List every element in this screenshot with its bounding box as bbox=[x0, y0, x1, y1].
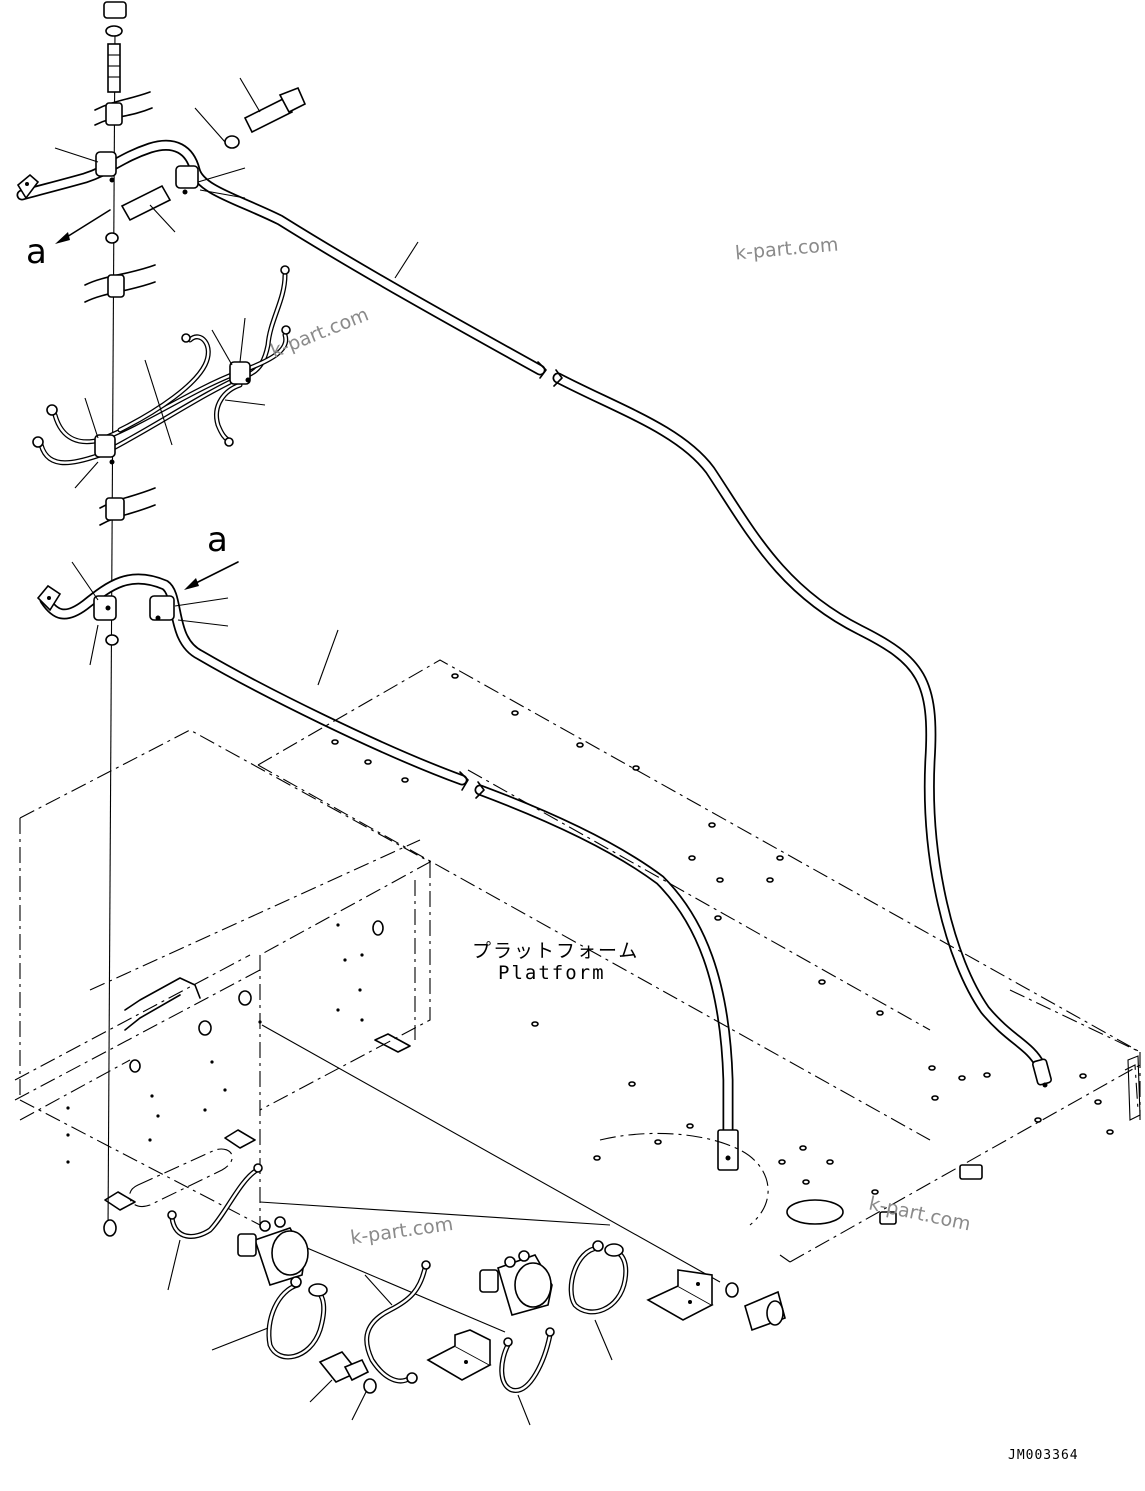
frame-box-outline bbox=[14, 729, 432, 1226]
view-arrow-letter-top: a bbox=[26, 232, 47, 272]
frame-box-holes bbox=[66, 920, 384, 1164]
leader-lines-top bbox=[54, 77, 419, 279]
hose-clamp-3 bbox=[99, 487, 156, 526]
top-bolt-stack bbox=[103, 1, 127, 93]
reference-line bbox=[261, 1024, 721, 1283]
upper-bolt-assembly bbox=[105, 86, 307, 244]
platform-label-japanese: プラットフォーム bbox=[472, 940, 640, 962]
upper-cable-clamps bbox=[95, 151, 199, 195]
reference-line-3 bbox=[259, 1201, 611, 1226]
view-arrow-letter-lower: a bbox=[207, 520, 228, 560]
hose-clamp-2 bbox=[84, 264, 156, 303]
relay-bracket-center bbox=[426, 1329, 492, 1381]
platform-outline bbox=[257, 659, 1141, 1263]
platform-label-english: Platform bbox=[498, 962, 606, 984]
battery-relay-right bbox=[479, 1250, 553, 1316]
leader-lines-bottom bbox=[167, 1239, 613, 1426]
battery-relay-left bbox=[237, 1216, 309, 1286]
bottom-bolts bbox=[318, 1282, 786, 1394]
reference-line-2 bbox=[299, 1244, 506, 1333]
assembly-axis-line bbox=[107, 29, 116, 1231]
view-arrow-a-lower bbox=[184, 561, 239, 590]
drawing-number: JM003364 bbox=[1008, 1448, 1079, 1463]
view-arrow-a-top bbox=[55, 209, 111, 244]
middle-wire-harness bbox=[32, 265, 291, 466]
leader-lines-lower-cable bbox=[71, 561, 339, 686]
relay-bracket-right bbox=[646, 1269, 714, 1321]
bottom-washer bbox=[103, 1219, 117, 1237]
hose-clamp-1 bbox=[94, 91, 153, 126]
platform-right-edge bbox=[1127, 1055, 1141, 1121]
leader-lines-middle bbox=[74, 317, 266, 489]
relay-small-wires bbox=[167, 1163, 629, 1393]
platform-holes bbox=[331, 673, 1114, 1225]
lower-battery-cable bbox=[36, 573, 739, 1171]
